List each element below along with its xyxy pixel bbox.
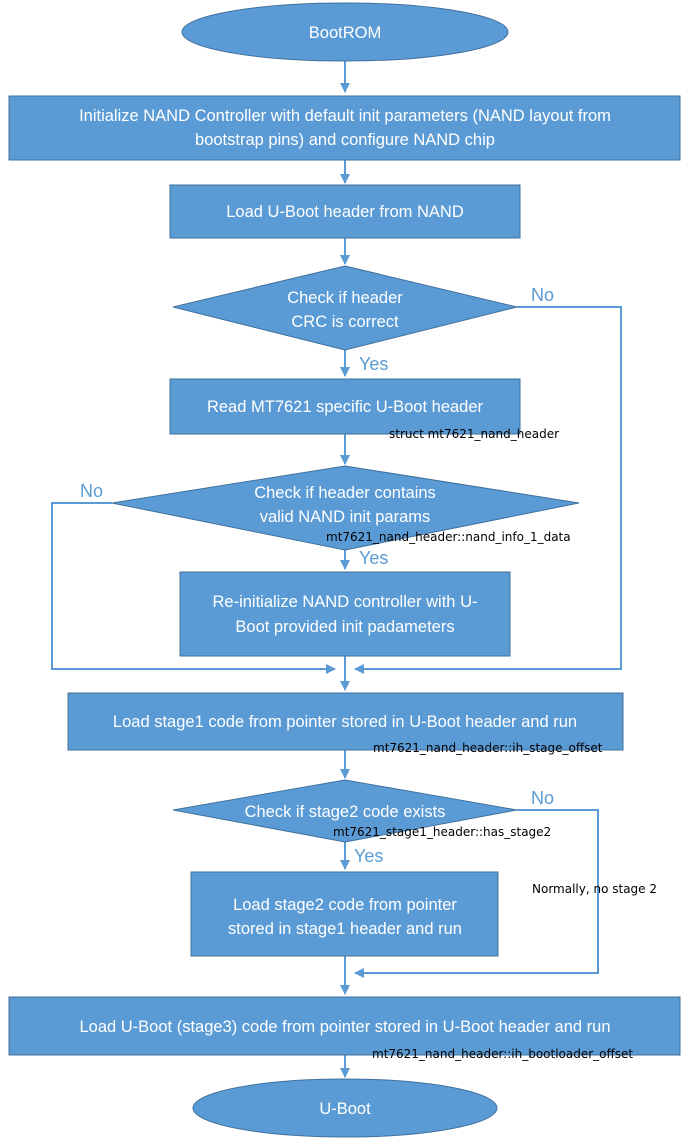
process-shape	[179, 571, 511, 657]
arrow-params-no	[51, 502, 336, 674]
node-load-stage2-line-1: Load stage2 code from pointer	[233, 896, 457, 914]
node-load-stage2-line-2: stored in stage1 header and run	[228, 920, 462, 938]
process-shape	[169, 184, 521, 239]
process-shape	[8, 95, 681, 161]
node-init-nand: Initialize NAND Controller with default …	[8, 95, 681, 161]
annotation-has-stage2: mt7621_stage1_header::has_stage2	[333, 825, 551, 839]
node-uboot: U-Boot	[192, 1078, 498, 1138]
node-reinit: Re-initialize NAND controller with U- Bo…	[179, 571, 511, 657]
node-reinit-line-2: Boot provided init padameters	[235, 618, 454, 636]
edge-label-crc-yes: Yes	[359, 354, 388, 374]
node-check-stage2-label: Check if stage2 code exists	[245, 803, 446, 821]
node-init-nand-line-2: bootstrap pins) and configure NAND chip	[195, 131, 495, 149]
node-check-crc: Check if header CRC is correct	[172, 265, 518, 351]
terminator-shape	[181, 2, 509, 62]
annotation-struct-header: struct mt7621_nand_header	[389, 427, 559, 441]
node-init-nand-line-1: Initialize NAND Controller with default …	[79, 107, 611, 125]
node-uboot-label: U-Boot	[319, 1100, 371, 1118]
decision-shape	[172, 265, 518, 351]
node-load-stage2: Load stage2 code from pointer stored in …	[190, 871, 499, 957]
edge-label-params-yes: Yes	[359, 548, 388, 568]
node-reinit-line-1: Re-initialize NAND controller with U-	[213, 593, 478, 611]
arrow-stage2-no	[354, 809, 599, 978]
node-load-stage1: Load stage1 code from pointer stored in …	[67, 692, 624, 751]
edge-label-stage2-yes: Yes	[354, 846, 383, 866]
node-load-header: Load U-Boot header from NAND	[169, 184, 521, 239]
arrow-crc-no	[354, 306, 622, 674]
annotation-nand-info: mt7621_nand_header::nand_info_1_data	[326, 530, 571, 544]
edge-label-params-no: No	[80, 481, 103, 501]
annotation-bootloader-offset: mt7621_nand_header::ih_bootloader_offset	[372, 1047, 633, 1061]
decision-shape	[111, 465, 580, 551]
connectors	[51, 60, 622, 1078]
annotation-stage-offset: mt7621_nand_header::ih_stage_offset	[373, 741, 603, 755]
edge-label-crc-no: No	[531, 285, 554, 305]
process-shape	[169, 378, 521, 435]
node-check-crc-line-2: CRC is correct	[291, 313, 399, 331]
decision-shape	[172, 779, 518, 843]
node-load-uboot: Load U-Boot (stage3) code from pointer s…	[8, 996, 681, 1056]
node-check-params-line-2: valid NAND init params	[260, 508, 431, 526]
process-shape	[67, 692, 624, 751]
node-check-stage2: Check if stage2 code exists	[172, 779, 518, 843]
annotation-no-stage2-note: Normally, no stage 2	[532, 882, 657, 896]
process-shape	[8, 996, 681, 1056]
node-read-mt7621: Read MT7621 specific U-Boot header	[169, 378, 521, 435]
process-shape	[190, 871, 499, 957]
node-load-uboot-label: Load U-Boot (stage3) code from pointer s…	[79, 1018, 610, 1036]
node-load-stage1-label: Load stage1 code from pointer stored in …	[113, 713, 577, 731]
node-check-crc-line-1: Check if header	[287, 289, 403, 307]
node-read-mt7621-label: Read MT7621 specific U-Boot header	[207, 398, 484, 416]
terminator-shape	[192, 1078, 498, 1138]
node-check-params-line-1: Check if header contains	[254, 484, 436, 502]
node-check-params: Check if header contains valid NAND init…	[111, 465, 580, 551]
node-bootrom: BootROM	[181, 2, 509, 62]
edge-label-stage2-no: No	[531, 788, 554, 808]
node-bootrom-label: BootROM	[309, 24, 381, 42]
node-load-header-label: Load U-Boot header from NAND	[226, 203, 464, 221]
